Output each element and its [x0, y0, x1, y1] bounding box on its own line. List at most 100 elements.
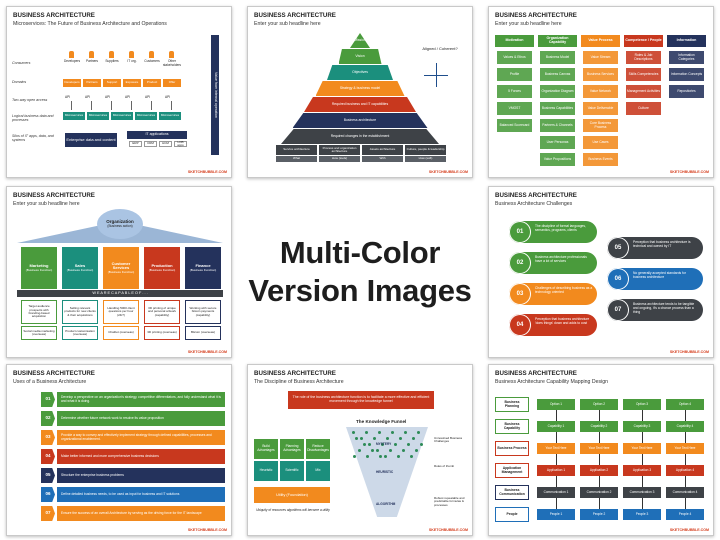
pillar-text-b: Bitcoin (overseas)	[185, 326, 221, 340]
column-item: Business Services	[583, 68, 618, 81]
row-label: Business Capability	[495, 419, 529, 434]
api-label: API	[65, 95, 71, 99]
use-num: 02	[41, 411, 55, 426]
slide-subtitle: Enter your sub headline here	[254, 21, 321, 27]
column-head: Value Process	[581, 35, 620, 47]
funnel-dot	[399, 437, 402, 440]
side-bar: Value from internal operation	[211, 35, 219, 155]
challenge-text: Perception that business architecture 'd…	[535, 317, 590, 325]
row-label: Consumers	[12, 61, 31, 65]
pyramid-level: Required changes in the establishment	[281, 129, 439, 144]
column-item: Information Categories	[669, 51, 704, 64]
challenge-num: 03	[509, 283, 531, 305]
funnel-dot	[384, 455, 387, 458]
challenge-pill	[607, 268, 703, 290]
microservice-box: Microservices	[87, 112, 109, 120]
column-item: Value Propositions	[540, 153, 575, 166]
map-cell: Option 1	[537, 399, 575, 410]
bottom-cell-2: What	[276, 156, 317, 162]
org-sublabel: (Business action)	[107, 223, 133, 228]
arrow	[171, 101, 172, 110]
challenge-num: 05	[607, 237, 629, 259]
connector	[685, 454, 686, 465]
api-label: API	[105, 95, 111, 99]
domain-box: Offer	[163, 79, 181, 87]
slide-title: BUSINESS ARCHITECTURE	[13, 370, 95, 377]
slide-subtitle: Business Architecture Capability Mapping…	[495, 379, 609, 385]
challenge-num: 04	[509, 314, 531, 336]
map-cell: Communication 2	[580, 487, 618, 498]
funnel-note: Robust repeatable and predictable formul…	[434, 496, 465, 507]
consumer-label: Other stakeholders	[162, 59, 182, 67]
map-cell: Your Text Here	[537, 443, 575, 454]
row-label: Two-way open access	[12, 98, 48, 102]
map-cell: Your Text Here	[580, 443, 618, 454]
connector	[599, 454, 600, 465]
slide-uses[interactable]: BUSINESS ARCHITECTURE Uses of a Business…	[6, 364, 232, 536]
app-chip: HCM	[159, 141, 172, 147]
row-label: Domains	[12, 80, 27, 84]
funnel-dot	[373, 437, 376, 440]
funnel-dot	[353, 455, 356, 458]
challenge-text: Perception that business architecture is…	[633, 240, 691, 248]
challenge-num: 06	[607, 268, 629, 290]
banner: The role of the business architecture fu…	[288, 391, 434, 409]
pyramid-level: Vision	[338, 49, 382, 64]
funnel-dot	[389, 449, 392, 452]
challenge-text: The discipline of formal languages, sema…	[535, 224, 586, 232]
use-text: Determine whether future network work to…	[57, 411, 225, 426]
arrow	[71, 101, 72, 110]
slide-title: BUSINESS ARCHITECTURE	[254, 12, 336, 19]
column-head: Organization Capability	[538, 35, 577, 47]
bottom-cell: Culture, people & leadership	[405, 145, 446, 155]
domain-box: Product	[143, 79, 161, 87]
map-cell: Capability 2	[580, 421, 618, 432]
challenge-text: Business architecture tends to be tangib…	[633, 302, 695, 314]
grid-cell: Heuristic	[254, 461, 278, 481]
slide-columns[interactable]: BUSINESS ARCHITECTURE Enter your sub hea…	[488, 6, 714, 178]
connector	[599, 410, 600, 421]
slide-capability-map[interactable]: BUSINESS ARCHITECTURE Business Architect…	[488, 364, 714, 536]
slide-temple[interactable]: BUSINESS ARCHITECTURE Enter your sub hea…	[6, 186, 232, 358]
pillar-text-a: 3D printing of unique and personal artwo…	[144, 300, 180, 324]
connector	[599, 476, 600, 487]
arrow	[91, 101, 92, 110]
map-cell: People 4	[666, 509, 704, 520]
slide-microservices[interactable]: BUSINESS ARCHITECTURE Microservices: The…	[6, 6, 232, 178]
map-cell: Application 3	[623, 465, 661, 476]
consumer-label: Suppliers	[105, 59, 119, 63]
funnel-dot	[415, 449, 418, 452]
column-item: Repositories	[669, 85, 704, 98]
org-label: Organization	[106, 218, 134, 224]
slide-funnel[interactable]: BUSINESS ARCHITECTURE The Discipline of …	[247, 364, 473, 536]
row-label: Application Management	[495, 463, 529, 478]
challenge-pill	[607, 299, 703, 321]
map-cell: Option 2	[580, 399, 618, 410]
pyramid-level: Business architecture	[292, 113, 428, 128]
funnel-dot	[378, 431, 381, 434]
challenge-pill	[509, 252, 597, 274]
domain-box: Partners	[83, 79, 101, 87]
slide-subtitle: The Discipline of Business Architecture	[254, 379, 344, 385]
slide-pyramid[interactable]: BUSINESS ARCHITECTURE Enter your sub hea…	[247, 6, 473, 178]
use-num: 07	[41, 506, 55, 521]
pillar-name: Sales	[74, 263, 86, 269]
domain-box: Support	[103, 79, 121, 87]
funnel-dot	[404, 431, 407, 434]
brand-mark: SKETCHBUBBLE.COM	[669, 350, 709, 354]
connector	[599, 498, 600, 509]
challenge-num: 01	[509, 221, 531, 243]
pillar-text-a: Selling relevant products for new client…	[62, 300, 98, 324]
pillar-sub: (Business Function)	[189, 267, 217, 272]
challenge-pill	[509, 221, 597, 243]
map-cell: People 1	[537, 509, 575, 520]
slide-challenges[interactable]: BUSINESS ARCHITECTURE Business Architect…	[488, 186, 714, 358]
challenge-text: No generally accepted standards for busi…	[633, 271, 686, 279]
funnel-dot	[420, 443, 423, 446]
arrow	[131, 101, 132, 110]
pillar-name: Customer Services	[111, 260, 131, 271]
funnel-stage: ALGORITHM	[376, 502, 396, 506]
pyramid-level: Objectives	[327, 65, 393, 80]
grid-cell: Scientific	[280, 461, 304, 481]
funnel-title: The Knowledge Funnel	[356, 419, 407, 424]
